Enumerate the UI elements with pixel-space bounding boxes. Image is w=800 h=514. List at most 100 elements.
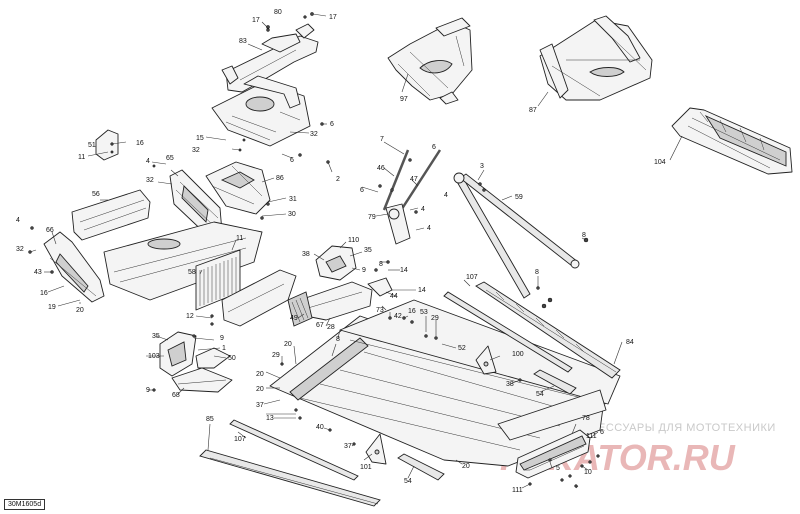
callout-7: 7 <box>380 136 384 143</box>
callout-42: 42 <box>394 313 402 320</box>
callout-20: 20 <box>256 371 264 378</box>
callout-16: 16 <box>136 140 144 147</box>
callout-20: 20 <box>284 341 292 348</box>
callout-28: 28 <box>327 324 335 331</box>
diagram-code-label: 30M1605d <box>4 499 46 510</box>
callout-29: 29 <box>272 352 280 359</box>
callout-37: 37 <box>344 443 352 450</box>
callout-47: 47 <box>410 176 418 183</box>
callout-50: 50 <box>228 355 236 362</box>
callout-40: 40 <box>316 424 324 431</box>
callout-97: 97 <box>400 96 408 103</box>
callout-16: 16 <box>40 290 48 297</box>
callout-85: 85 <box>206 416 214 423</box>
callout-6: 6 <box>330 121 334 128</box>
callout-107: 107 <box>466 274 478 281</box>
callout-73: 73 <box>376 307 384 314</box>
upper-column-bracket <box>221 23 319 93</box>
callout-46: 46 <box>377 165 385 172</box>
callout-20: 20 <box>256 386 264 393</box>
callout-15: 15 <box>196 135 204 142</box>
callout-11: 11 <box>78 154 85 161</box>
callout-4: 4 <box>146 158 150 165</box>
rear-tow-bar <box>515 429 591 479</box>
callout-54: 54 <box>536 391 544 398</box>
right-running-board-rail <box>475 281 621 379</box>
callout-67: 67 <box>316 322 324 329</box>
rear-upper-frame <box>539 15 653 101</box>
callout-2: 2 <box>336 176 340 183</box>
callout-32: 32 <box>16 246 24 253</box>
callout-13: 13 <box>266 415 274 422</box>
left-long-rail <box>199 449 381 507</box>
callout-19: 19 <box>48 304 56 311</box>
callout-38: 38 <box>506 381 514 388</box>
callout-16: 16 <box>408 308 416 315</box>
steering-column <box>382 149 442 245</box>
callout-5: 5 <box>556 465 560 472</box>
callout-84: 84 <box>626 339 634 346</box>
callout-4: 4 <box>421 206 425 213</box>
callout-110: 110 <box>348 237 359 244</box>
callout-100: 100 <box>512 351 524 358</box>
callout-59: 59 <box>515 194 523 201</box>
callout-20: 20 <box>462 463 470 470</box>
callout-53: 53 <box>420 309 428 316</box>
callout-29: 29 <box>431 315 439 322</box>
callout-8: 8 <box>336 336 340 343</box>
steering-support-frame <box>211 75 311 147</box>
callout-6: 6 <box>600 429 604 436</box>
triangle-brace-lower <box>365 433 387 465</box>
callout-49: 49 <box>290 315 298 322</box>
left-front-arm <box>43 231 105 303</box>
callout-51: 51 <box>88 142 96 149</box>
callout-17: 17 <box>252 17 260 24</box>
callout-65: 65 <box>166 155 174 162</box>
callout-31: 31 <box>289 196 297 203</box>
callout-80: 80 <box>274 9 282 16</box>
callout-14: 14 <box>400 267 408 274</box>
callout-8: 8 <box>379 261 383 268</box>
callout-11: 11 <box>236 235 243 242</box>
belly-pan <box>103 221 263 301</box>
callout-3: 3 <box>480 163 484 170</box>
callout-111: 111 <box>586 433 597 440</box>
tunnel-support-bracket <box>205 161 271 220</box>
callout-30: 30 <box>288 211 296 218</box>
callout-103: 103 <box>148 353 160 360</box>
callout-labels: 80 17 17 83 97 87 104 15 32 6 51 16 11 3… <box>16 9 666 494</box>
callout-58: 58 <box>188 269 196 276</box>
callout-10: 10 <box>584 469 592 476</box>
callout-9: 9 <box>220 335 224 342</box>
callout-8: 8 <box>535 269 539 276</box>
callout-79: 79 <box>368 214 376 221</box>
callout-87: 87 <box>529 107 537 114</box>
callout-20: 20 <box>76 307 84 314</box>
callout-37: 37 <box>256 402 264 409</box>
callout-6: 6 <box>290 157 294 164</box>
callout-78: 78 <box>582 415 590 422</box>
callout-66: 66 <box>46 227 54 234</box>
callout-17: 17 <box>329 14 337 21</box>
callout-12: 12 <box>186 313 194 320</box>
callout-9: 9 <box>362 267 366 274</box>
callout-35: 35 <box>364 247 372 254</box>
callout-107: 107 <box>234 436 246 443</box>
callout-32: 32 <box>146 177 154 184</box>
callout-38: 38 <box>302 251 310 258</box>
callout-4: 4 <box>444 192 448 199</box>
callout-101: 101 <box>360 464 372 471</box>
callout-32: 32 <box>310 131 318 138</box>
upper-column-hardware <box>266 12 314 29</box>
callout-104: 104 <box>654 159 666 166</box>
tie-rod-assembly <box>453 172 580 299</box>
leader-lines <box>29 13 683 489</box>
left-side-frame <box>169 169 223 239</box>
callout-68: 68 <box>172 392 180 399</box>
right-slide-rail <box>443 291 573 373</box>
callout-1: 1 <box>222 345 226 352</box>
rear-bumper-assembly <box>671 107 793 175</box>
right-short-rail <box>533 369 577 395</box>
small-mount-bracket <box>95 129 119 161</box>
